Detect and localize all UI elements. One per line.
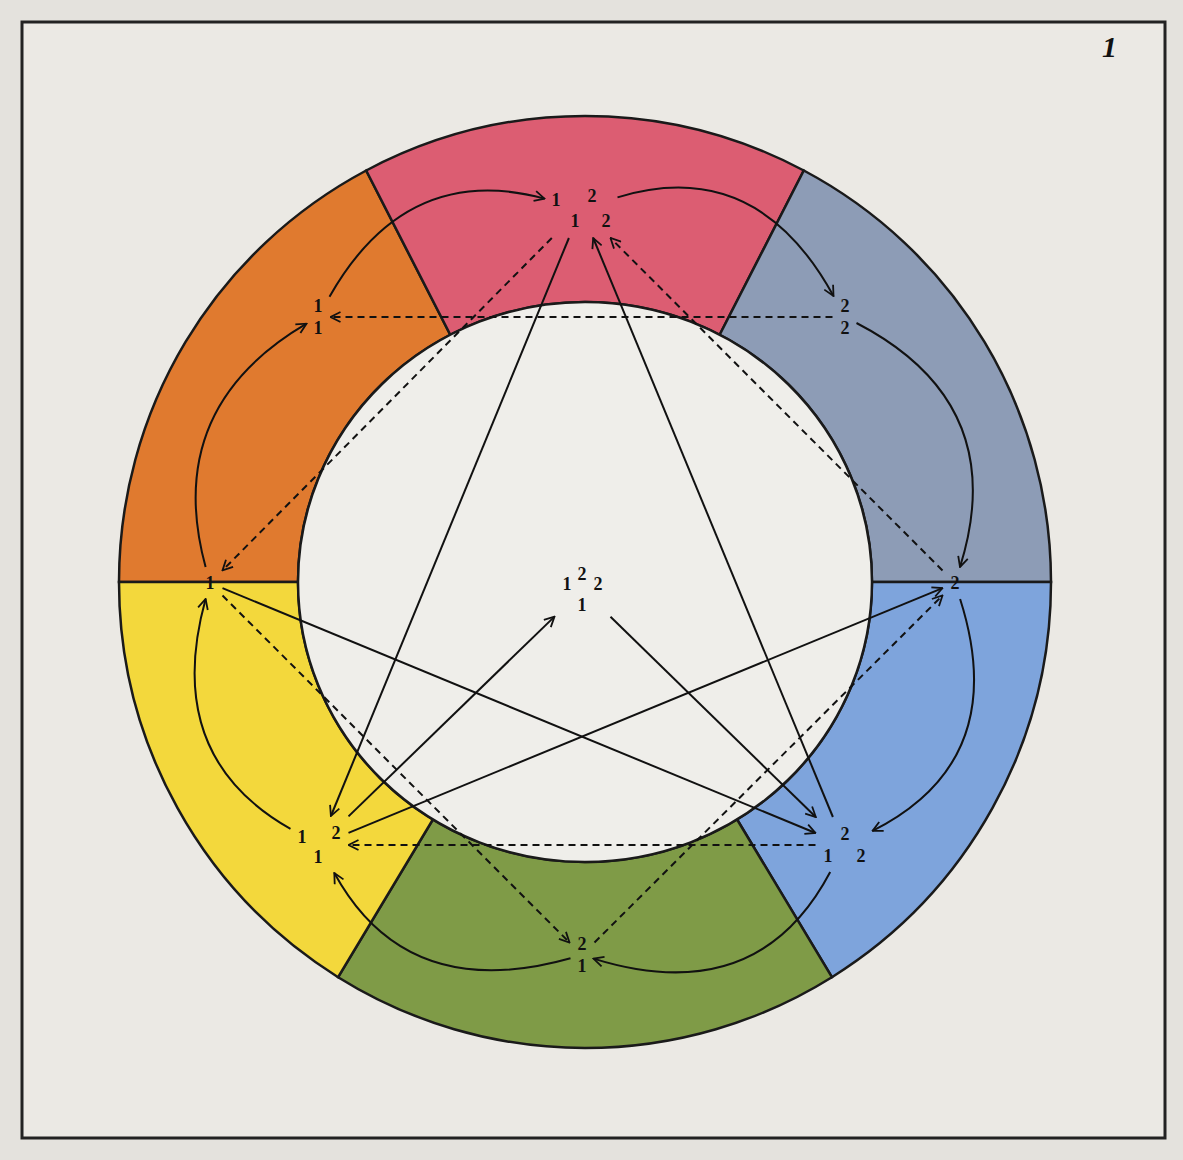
dashed-arrow (595, 596, 943, 943)
arrow (331, 238, 569, 816)
inner-circle (298, 302, 872, 862)
arrow (594, 872, 831, 972)
arrow (223, 588, 816, 833)
arrow (873, 599, 975, 831)
arrow (195, 599, 291, 829)
dashed-arrow (223, 596, 570, 943)
dashed-arrow (611, 238, 943, 571)
number-cluster: 2 (949, 572, 962, 594)
number-label: 1 (571, 212, 580, 230)
dashed-arrow (223, 238, 552, 570)
number-cluster: 1212 (550, 185, 613, 232)
number-label: 1 (552, 191, 561, 209)
number-label: 1 (298, 828, 307, 846)
number-label: 1 (563, 575, 572, 593)
arrow (593, 238, 833, 817)
number-label: 1 (824, 847, 833, 865)
number-label: 2 (578, 935, 587, 953)
arrow (334, 873, 570, 970)
number-label: 2 (594, 575, 603, 593)
number-label: 2 (841, 319, 850, 337)
number-label: 2 (951, 574, 960, 592)
number-label: 1 (314, 848, 323, 866)
arrow (349, 617, 555, 817)
number-label: 2 (578, 565, 587, 583)
number-label: 1 (314, 319, 323, 337)
number-label: 2 (332, 824, 341, 842)
number-label: 1 (206, 574, 215, 592)
number-label: 1 (578, 596, 587, 614)
number-label: 1 (314, 297, 323, 315)
plate-number: 1 (1102, 32, 1117, 62)
number-label: 2 (857, 847, 866, 865)
arrow (349, 588, 943, 833)
number-cluster: 21 (576, 933, 589, 977)
dashed-arrow (331, 316, 833, 318)
dashed-arrow (349, 844, 816, 846)
arrow (611, 617, 816, 817)
arrow (857, 323, 973, 567)
arrow (196, 324, 307, 567)
number-cluster: 11 (312, 295, 325, 339)
number-cluster: 212 (822, 823, 868, 867)
number-label: 2 (841, 297, 850, 315)
arrow (618, 188, 834, 296)
frame (22, 22, 1165, 1138)
number-cluster: 22 (839, 295, 852, 339)
number-cluster: 2121 (561, 563, 605, 616)
number-label: 2 (841, 825, 850, 843)
number-cluster: 121 (296, 822, 343, 868)
arrow (330, 191, 545, 297)
number-label: 2 (602, 212, 611, 230)
number-label: 1 (578, 957, 587, 975)
number-cluster: 1 (204, 572, 217, 594)
number-label: 2 (588, 187, 597, 205)
